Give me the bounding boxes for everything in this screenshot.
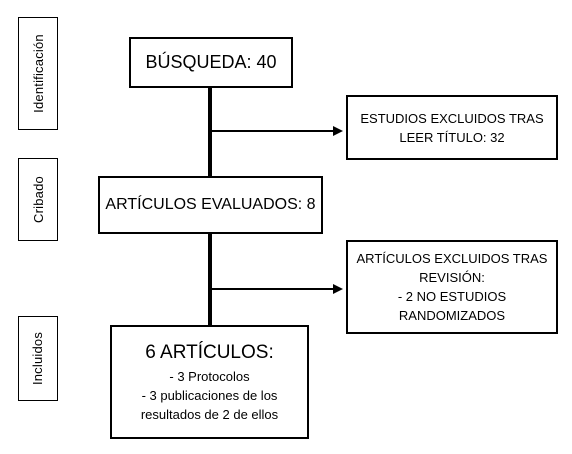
excluidos-titulo-line1: ESTUDIOS EXCLUIDOS TRAS [360,110,544,126]
box-excluidos-revision: ARTÍCULOS EXCLUIDOS TRAS REVISIÓN: - 2 N… [346,240,558,334]
incluidos-line3: resultados de 2 de ellos [140,406,279,422]
box-evaluados: ARTÍCULOS EVALUADOS: 8 [98,176,323,234]
excluidos-titulo-line2: LEER TÍTULO: 32 [399,129,505,145]
main-flow-line-top [208,87,212,178]
excluidos-revision-line4: RANDOMIZADOS [398,308,506,323]
stage-identificacion: Identificación [18,17,58,130]
busqueda-text: BÚSQUEDA: 40 [145,52,277,72]
stage-incluidos-label: Incluidos [30,331,46,386]
branch-arrowhead-titulo [333,126,343,136]
evaluados-text: ARTÍCULOS EVALUADOS: 8 [105,196,316,213]
incluidos-title: 6 ARTÍCULOS: [145,341,274,363]
branch-line-titulo [212,130,335,132]
box-incluidos: 6 ARTÍCULOS: - 3 Protocolos - 3 publicac… [110,325,309,439]
branch-line-revision [212,288,335,290]
incluidos-line2: - 3 publicaciones de los [141,387,278,403]
stage-identificacion-label: Identificación [30,34,46,113]
stage-cribado: Cribado [18,158,58,241]
branch-arrowhead-revision [333,284,343,294]
incluidos-line1: - 3 Protocolos [169,368,250,384]
box-excluidos-titulo: ESTUDIOS EXCLUIDOS TRAS LEER TÍTULO: 32 [346,95,558,160]
excluidos-revision-line2: REVISIÓN: [419,270,485,285]
main-flow-line-bottom [208,232,212,327]
stage-incluidos: Incluidos [18,316,58,401]
excluidos-revision-line1: ARTÍCULOS EXCLUIDOS TRAS [356,251,548,266]
excluidos-revision-line3: - 2 NO ESTUDIOS [397,289,507,304]
stage-cribado-label: Cribado [30,176,46,223]
box-busqueda: BÚSQUEDA: 40 [129,37,293,88]
